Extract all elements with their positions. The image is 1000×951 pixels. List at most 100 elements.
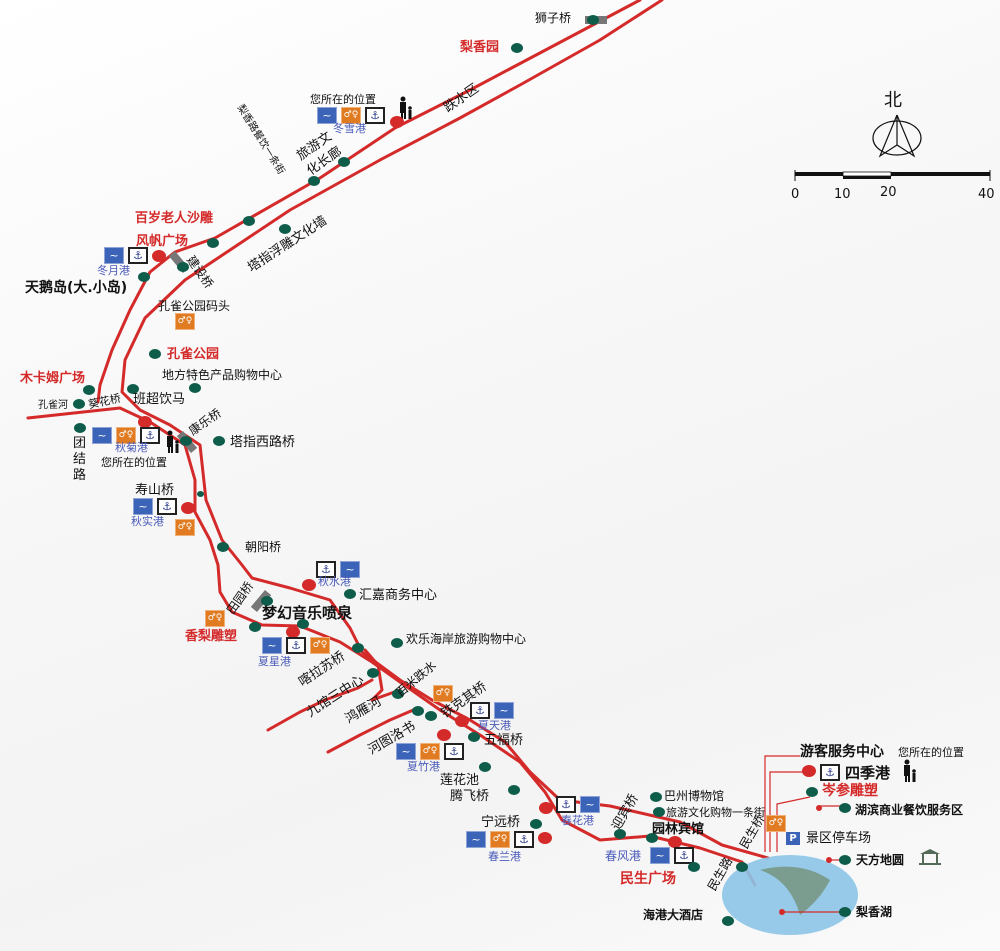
scale-tick: 0 — [791, 187, 800, 202]
boat-icon: ~ — [340, 561, 360, 578]
poi-dot[interactable] — [261, 596, 273, 606]
poi-dot[interactable] — [587, 15, 599, 25]
qiuju-pier-label: 秋菊港 — [115, 441, 148, 454]
pier-dot[interactable] — [539, 802, 553, 814]
pier-dot[interactable] — [181, 502, 195, 514]
peacock-river-label: 孔雀河 — [38, 400, 68, 411]
poi-dot[interactable] — [138, 272, 150, 282]
poi-dot[interactable] — [722, 916, 734, 926]
pier-dot[interactable] — [390, 116, 404, 128]
pier-dot[interactable] — [668, 836, 682, 848]
boat-icon: ~ — [494, 702, 514, 719]
poi-dot[interactable] — [614, 829, 626, 839]
poi-dot[interactable] — [243, 216, 255, 226]
boat-icon: ~ — [650, 847, 670, 864]
boat-icon: ~ — [466, 831, 486, 848]
you-are-here-label: 您所在的位置 — [310, 93, 376, 106]
poi-dot[interactable] — [83, 385, 95, 395]
qiushui-pier-label: 秋水港 — [318, 575, 351, 588]
poi-dot[interactable] — [839, 855, 851, 865]
poi-dot[interactable] — [149, 349, 161, 359]
scale-bar — [794, 170, 991, 181]
poi-dot[interactable] — [391, 638, 403, 648]
poi-dot[interactable] — [177, 262, 189, 272]
pier-dot[interactable] — [802, 765, 816, 777]
parking-icon: P — [786, 832, 800, 845]
restroom-icon: ♂♀ — [490, 831, 510, 848]
marker-dot — [779, 909, 785, 915]
poi-dot[interactable] — [74, 423, 86, 433]
marker-dot — [826, 857, 832, 863]
poi-dot[interactable] — [468, 732, 480, 742]
poi-dot[interactable] — [207, 238, 219, 248]
cencan-sculpture-label: 岑参雕塑 — [822, 783, 878, 799]
poi-dot[interactable] — [688, 862, 700, 872]
poi-dot[interactable] — [806, 787, 818, 797]
pier-dot[interactable] — [286, 626, 300, 638]
poi-dot[interactable] — [344, 589, 356, 599]
scale-tick: 40 — [978, 187, 995, 202]
poi-dot[interactable] — [213, 436, 225, 446]
poi-dot[interactable] — [127, 384, 139, 394]
poi-dot[interactable] — [479, 762, 491, 772]
anchor-icon: ⚓ — [820, 764, 840, 781]
restroom-icon: ♂♀ — [205, 610, 225, 627]
poi-dot[interactable] — [180, 436, 192, 446]
happy-coast-label: 欢乐海岸旅游购物中心 — [406, 632, 527, 646]
huijia-center-label: 汇嘉商务中心 — [359, 588, 438, 603]
pier-dot[interactable] — [138, 416, 152, 428]
qiushi-pier-label: 秋实港 — [131, 515, 164, 528]
bazhou-museum-label: 巴州博物馆 — [664, 789, 725, 803]
anchor-icon: ⚓ — [470, 702, 490, 719]
lixiang-garden-label: 梨香园 — [460, 40, 500, 55]
poi-dot[interactable] — [508, 785, 520, 795]
poi-dot[interactable] — [297, 619, 309, 629]
poi-dot[interactable] — [653, 807, 665, 817]
dongxue-pier-label: 冬雪港 — [333, 122, 366, 135]
poi-dot[interactable] — [249, 622, 261, 632]
poi-dot[interactable] — [412, 706, 424, 716]
poi-dot[interactable] — [279, 224, 291, 234]
poi-dot[interactable] — [189, 383, 201, 393]
poi-dot[interactable] — [425, 711, 437, 721]
restroom-icon: ♂♀ — [310, 637, 330, 654]
poi-dot[interactable] — [736, 862, 748, 872]
poi-dot[interactable] — [352, 643, 364, 653]
pear-sculpture-label: 香梨雕塑 — [185, 629, 238, 644]
poi-dot[interactable] — [367, 668, 379, 678]
pier-dot[interactable] — [538, 832, 552, 844]
lake — [722, 855, 858, 935]
poi-dot[interactable] — [217, 542, 229, 552]
poi-dot[interactable] — [650, 792, 662, 802]
pier-dot[interactable] — [152, 250, 166, 262]
tuanjie-road-label: 团结路 — [73, 436, 87, 483]
anchor-icon: ⚓ — [556, 796, 576, 813]
poi-dot[interactable] — [646, 833, 658, 843]
pier-dot[interactable] — [437, 729, 451, 741]
boat-icon: ~ — [580, 796, 600, 813]
poi-dot[interactable] — [511, 43, 523, 53]
poi-dot[interactable] — [530, 819, 542, 829]
garden-hotel-label: 园林宾馆 — [652, 822, 705, 837]
poi-dot[interactable] — [73, 399, 85, 409]
pier-dot[interactable] — [455, 715, 469, 727]
muqam-square-label: 木卡姆广场 — [20, 371, 86, 386]
anchor-icon: ⚓ — [286, 637, 306, 654]
scale-tick: 20 — [880, 185, 897, 200]
pier-dot[interactable] — [302, 579, 316, 591]
poi-dot[interactable] — [197, 491, 204, 497]
poi-dot[interactable] — [308, 176, 320, 186]
poi-dot[interactable] — [839, 803, 851, 813]
poi-dot[interactable] — [839, 907, 851, 917]
scale-tick: 10 — [834, 187, 851, 202]
boat-icon: ~ — [262, 637, 282, 654]
shizi-bridge-label: 狮子桥 — [535, 11, 572, 25]
poi-dot[interactable] — [392, 689, 404, 699]
anchor-icon: ⚓ — [157, 498, 177, 515]
anchor-icon: ⚓ — [128, 247, 148, 264]
centenarian-sculpture-label: 百岁老人沙雕 — [135, 211, 214, 226]
xiaxing-pier-label: 夏星港 — [258, 655, 291, 668]
poi-dot[interactable] — [338, 157, 350, 167]
restroom-icon: ♂♀ — [116, 427, 136, 444]
